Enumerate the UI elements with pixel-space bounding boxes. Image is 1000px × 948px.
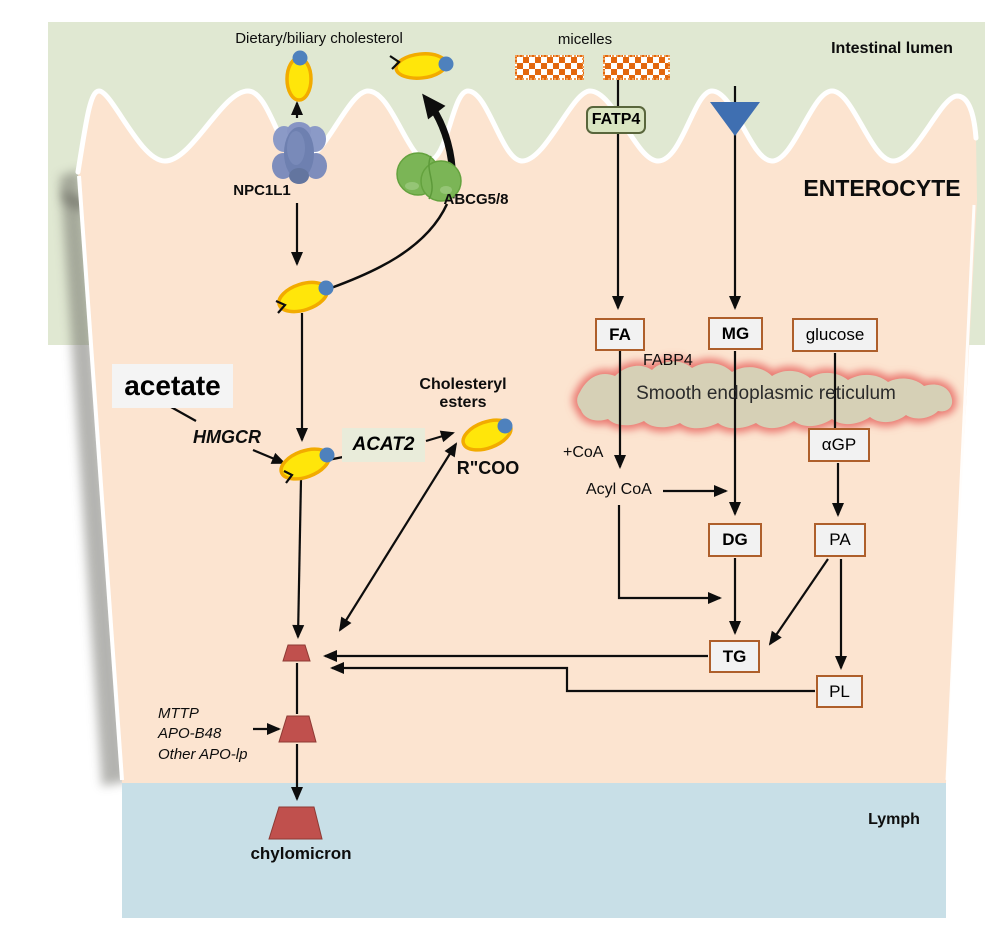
chylomicron-medium	[278, 715, 317, 743]
lymph-background	[122, 783, 946, 918]
rcoo-label: R"COO	[456, 458, 520, 478]
intestinal-lumen-title: Intestinal lumen	[831, 40, 953, 57]
cholesteryl-esters-label: Cholesteryl esters	[419, 376, 507, 412]
ser-blob	[572, 357, 957, 433]
other-apo-label: Other APO-lp	[158, 745, 248, 763]
npc1l1-label: NPC1L1	[233, 182, 291, 199]
mg-box: MG	[708, 317, 763, 350]
plus-coa-label: +CoA	[563, 444, 604, 461]
micelle-1	[515, 55, 584, 80]
micelle-2	[603, 55, 670, 80]
mttp-label: MTTP	[158, 705, 199, 722]
acyl-coa-label: Acyl CoA	[586, 481, 652, 498]
dg-box: DG	[708, 523, 762, 557]
apo-b48-label: APO-B48	[158, 725, 222, 743]
abcg58-transporter	[396, 152, 462, 202]
acat2-box: ACAT2	[342, 428, 425, 462]
npc1l1-protein	[272, 122, 327, 184]
cholesterol-effluxed	[389, 52, 454, 80]
efflux-thin-curve	[330, 203, 449, 290]
cell-left-highlight	[77, 175, 124, 781]
ser-label: Smooth endoplasmic reticulum	[636, 383, 896, 404]
dietary-cholesterol-label: Dietary/biliary cholesterol	[235, 30, 403, 47]
cholesterol-lumen	[285, 50, 313, 102]
pa-box: PA	[814, 523, 866, 557]
triangle-transporter	[710, 102, 760, 136]
apo-factors-list: MTTP APO-B48 Other APO-lp	[158, 704, 247, 765]
acetate-box: acetate	[112, 364, 233, 408]
fa-box: FA	[595, 318, 645, 351]
enterocyte-title: ENTEROCYTE	[803, 175, 961, 201]
abcg58-label: ABCG5/8	[443, 191, 509, 208]
agp-box: αGP	[808, 428, 870, 462]
micelles-label: micelles	[557, 31, 613, 48]
pl-box: PL	[816, 675, 863, 708]
chylomicron-small	[282, 644, 311, 662]
fatp4-box: FATP4	[586, 106, 646, 134]
hmgcr-label: HMGCR	[193, 427, 261, 447]
chylomicron-large	[268, 806, 323, 840]
lymph-title: Lymph	[868, 811, 920, 828]
chylomicron-label: chylomicron	[250, 844, 352, 863]
cholesteryl-ester-molecule	[461, 418, 513, 452]
cholesterol-cell-1	[275, 280, 334, 314]
cholesterol-cell-2	[279, 447, 335, 484]
fabp4-label: FABP4	[643, 352, 693, 369]
cell-right-highlight	[945, 204, 976, 781]
pathway-arrows	[170, 80, 847, 801]
glucose-box: glucose	[792, 318, 878, 352]
tg-box: TG	[709, 640, 760, 673]
villi-white-outline	[75, 88, 979, 175]
